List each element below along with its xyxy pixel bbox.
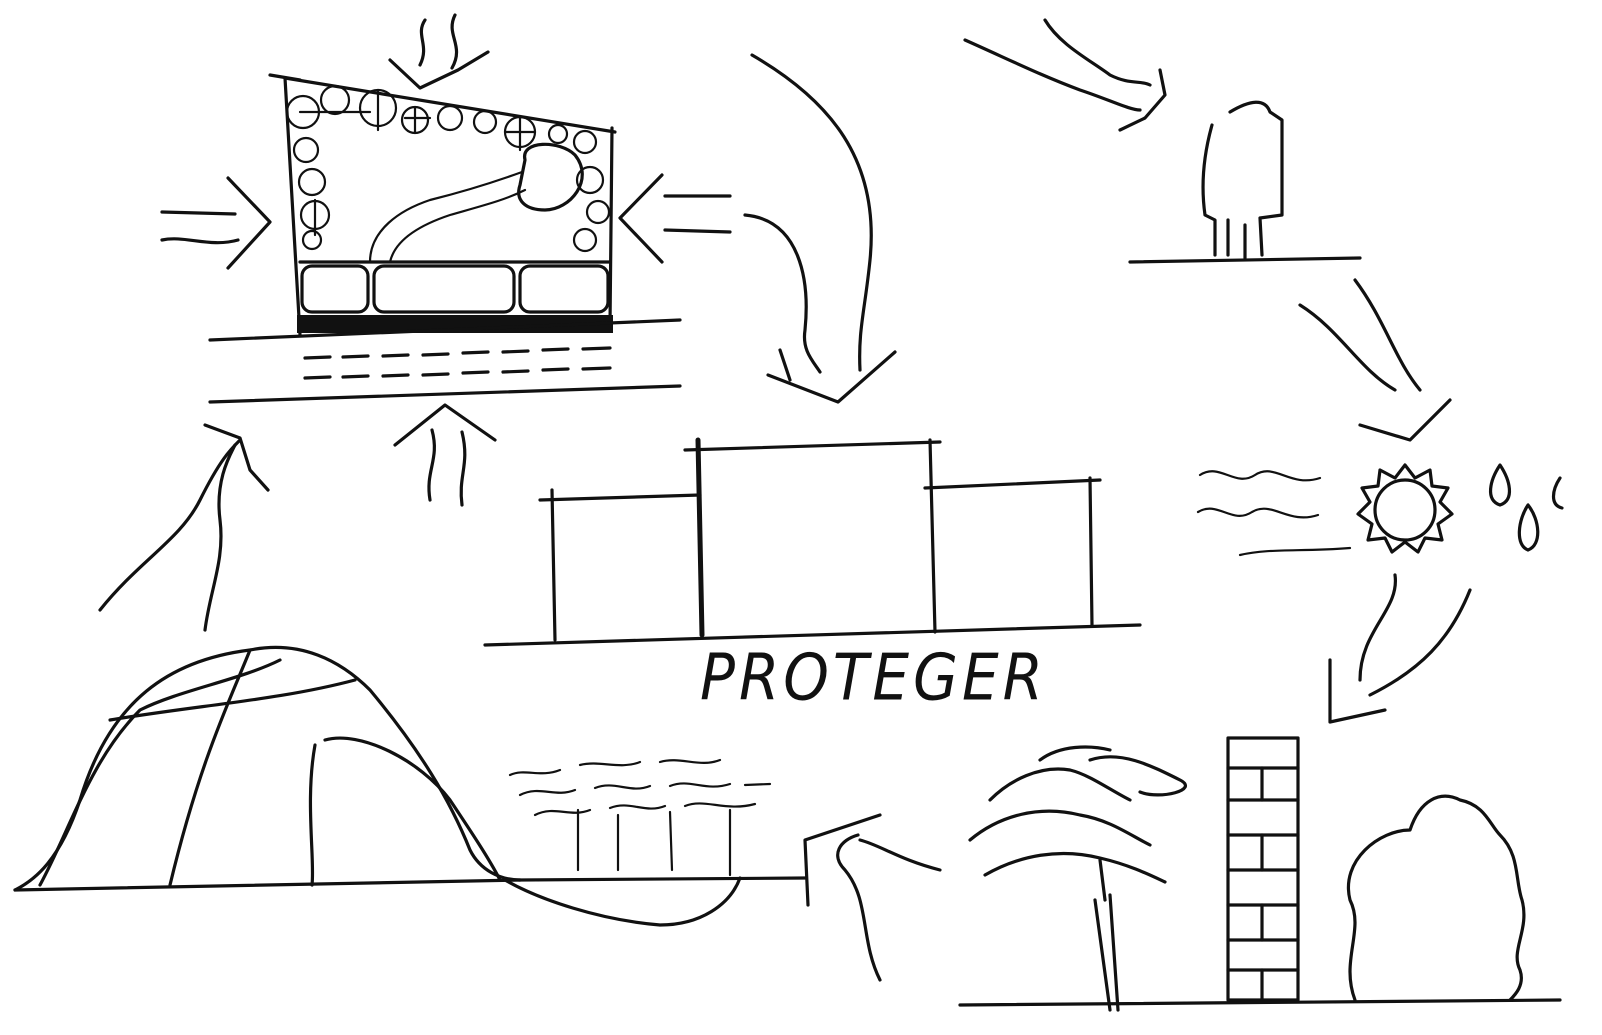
plan-trees [287, 86, 609, 251]
caption-proteger: PROTEGER [700, 640, 1020, 715]
landscape-left [15, 425, 520, 890]
arrows-into-plan [162, 15, 730, 505]
curved-arrows [745, 55, 895, 402]
people-figures [965, 20, 1360, 262]
elevation-boxes [485, 440, 1140, 645]
landscape-middle [505, 760, 940, 980]
climate-icons [1198, 280, 1562, 722]
landscape-right [960, 738, 1560, 1010]
site-plan [210, 75, 680, 402]
